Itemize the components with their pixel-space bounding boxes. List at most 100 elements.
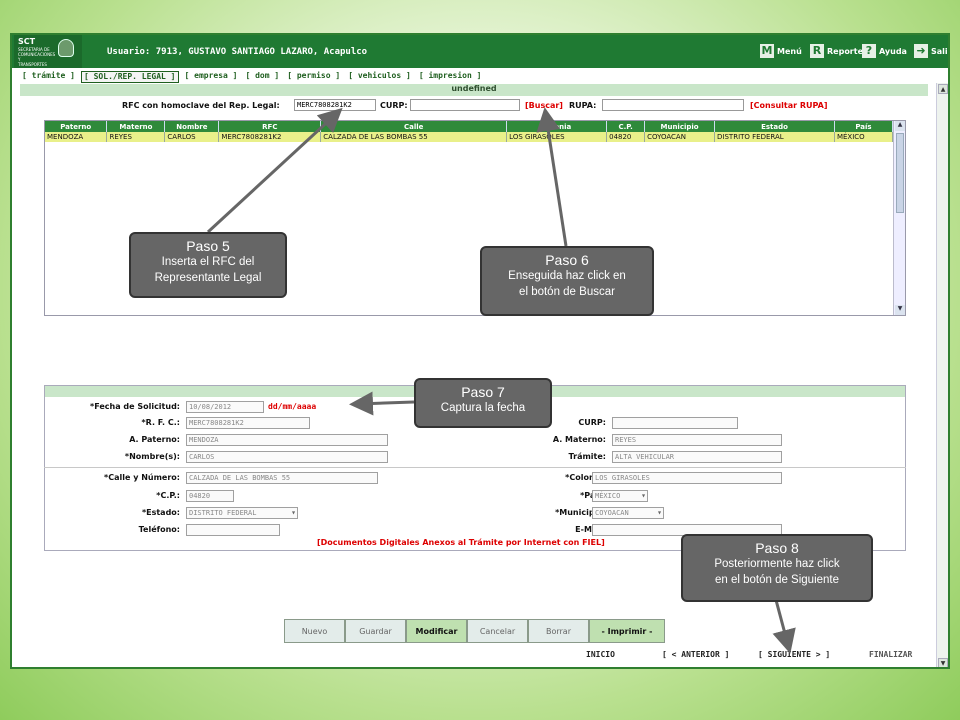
tab-sol-rep-legal[interactable]: [ SOL./REP. LEGAL ]	[80, 71, 179, 83]
cell-calle: CALZADA DE LAS BOMBAS 55	[320, 132, 508, 142]
col-cp[interactable]: C.P.	[606, 121, 646, 132]
col-colonia[interactable]: Colonia	[506, 121, 608, 132]
consultar-rupa-button[interactable]: [Consultar RUPA]	[750, 101, 828, 110]
buscar-button[interactable]: [Buscar]	[525, 101, 563, 110]
calle-label: *Calle y Número:	[104, 473, 180, 482]
tab-impresion[interactable]: [ impresion ]	[418, 71, 482, 80]
scroll-down-icon[interactable]: ▼	[895, 305, 905, 315]
telefono-input[interactable]	[186, 524, 280, 536]
tab-permiso[interactable]: [ permiso ]	[287, 71, 341, 80]
estado-select[interactable]: DISTRITO FEDERAL	[186, 507, 298, 519]
table-row[interactable]: MENDOZA REYES CARLOS MERC7808281K2 CALZA…	[45, 132, 894, 142]
rupa-input[interactable]	[602, 99, 744, 111]
cell-paterno: MENDOZA	[45, 132, 108, 142]
cell-rfc: MERC7808281K2	[218, 132, 322, 142]
municipio-select[interactable]: COYOACAN	[592, 507, 664, 519]
guardar-button[interactable]: Guardar	[345, 619, 406, 643]
section-title-bar: undefined	[20, 84, 928, 96]
callout-paso6: Paso 6 Enseguida haz click en el botón d…	[480, 246, 654, 316]
salir-button[interactable]: ➜ Sali	[914, 42, 948, 60]
amaterno-input[interactable]: REYES	[612, 434, 782, 446]
finalizar-link[interactable]: FINALIZAR	[869, 650, 913, 659]
ayuda-button[interactable]: ? Ayuda	[862, 42, 907, 60]
curp-search-input[interactable]	[410, 99, 520, 111]
rupa-label: RUPA:	[569, 101, 597, 110]
pais-label: *País:	[492, 491, 606, 500]
callout-paso8: Paso 8 Posteriormente haz click en el bo…	[681, 534, 873, 602]
col-paterno[interactable]: Paterno	[45, 121, 108, 132]
menu-icon: M	[760, 44, 774, 58]
rfc-search-label: RFC con homoclave del Rep. Legal:	[122, 101, 280, 110]
colonia-label: *Colonia:	[565, 473, 606, 482]
curp-search-label: CURP:	[380, 101, 408, 110]
menu-button[interactable]: M Menú	[760, 44, 802, 58]
report-icon: R	[810, 44, 824, 58]
municipio-label: *Municipio:	[555, 508, 606, 517]
curp-input[interactable]	[612, 417, 738, 429]
borrar-button[interactable]: Borrar	[528, 619, 589, 643]
modificar-button[interactable]: Modificar	[406, 619, 467, 643]
tab-bar: [ trámite ] [ SOL./REP. LEGAL ] [ empres…	[20, 71, 483, 83]
curp-label: CURP:	[578, 418, 606, 427]
col-municipio[interactable]: Municipio	[644, 121, 716, 132]
results-scrollbar[interactable]: ▲ ▼	[893, 121, 905, 315]
col-materno[interactable]: Materno	[106, 121, 166, 132]
apaterno-label: A. Paterno:	[129, 435, 180, 444]
callout-paso7: Paso 7 Captura la fecha	[414, 378, 552, 428]
date-format-hint: dd/mm/aaaa	[268, 402, 317, 411]
tramite-label: Trámite:	[568, 452, 606, 461]
cell-nombre: CARLOS	[164, 132, 220, 142]
imprimir-button[interactable]: - Imprimir -	[589, 619, 665, 643]
sct-logo: SCT SECRETARIA DE COMUNICACIONES Y TRANS…	[14, 35, 82, 68]
email-label: E-Mail:	[575, 525, 606, 534]
fecha-input[interactable]: 10/08/2012	[186, 401, 264, 413]
callout-paso5: Paso 5 Inserta el RFC del Representante …	[129, 232, 287, 298]
scroll-thumb[interactable]	[896, 133, 904, 213]
nuevo-button[interactable]: Nuevo	[284, 619, 345, 643]
cp-label: *C.P.:	[156, 491, 180, 500]
inicio-link[interactable]: INICIO	[586, 650, 615, 659]
rfc-label: *R. F. C.:	[141, 418, 180, 427]
tab-dom[interactable]: [ dom ]	[245, 71, 280, 80]
cancelar-button[interactable]: Cancelar	[467, 619, 528, 643]
form-divider	[44, 467, 906, 468]
col-pais[interactable]: País	[834, 121, 894, 132]
scroll-down-icon[interactable]: ▼	[938, 658, 948, 667]
colonia-input[interactable]: LOS GIRASOLES	[592, 472, 782, 484]
tab-empresa[interactable]: [ empresa ]	[184, 71, 238, 80]
estado-label: *Estado:	[141, 508, 180, 517]
rfc-input[interactable]: MERC7808281K2	[186, 417, 310, 429]
cell-materno: REYES	[106, 132, 166, 142]
reporte-button[interactable]: R Reporte	[810, 42, 863, 60]
amaterno-label: A. Materno:	[552, 435, 606, 444]
fiel-documents-link[interactable]: [Documentos Digitales Anexos al Trámite …	[317, 538, 605, 547]
app-window: SCT SECRETARIA DE COMUNICACIONES Y TRANS…	[10, 33, 950, 669]
cp-input[interactable]: 04820	[186, 490, 234, 502]
main-scrollbar[interactable]: ▲ ▼	[936, 83, 948, 667]
pais-select[interactable]: MÉXICO	[592, 490, 648, 502]
app-header: SCT SECRETARIA DE COMUNICACIONES Y TRANS…	[12, 35, 948, 68]
cell-cp: 04820	[606, 132, 646, 142]
col-calle[interactable]: Calle	[320, 121, 508, 132]
tab-tramite[interactable]: [ trámite ]	[22, 71, 75, 80]
scroll-up-icon[interactable]: ▲	[938, 84, 948, 94]
cell-municipio: COYOACAN	[644, 132, 716, 142]
cell-estado: DISTRITO FEDERAL	[714, 132, 835, 142]
anterior-link[interactable]: [ < ANTERIOR ]	[662, 650, 730, 659]
help-icon: ?	[862, 44, 876, 58]
nombre-label: *Nombre(s):	[124, 452, 180, 461]
col-nombre[interactable]: Nombre	[164, 121, 220, 132]
results-table: Paterno Materno Nombre RFC Calle Colonia…	[45, 121, 894, 142]
tab-vehiculos[interactable]: [ vehiculos ]	[348, 71, 411, 80]
fecha-label: *Fecha de Solicitud:	[90, 402, 180, 411]
apaterno-input[interactable]: MENDOZA	[186, 434, 388, 446]
results-header-row: Paterno Materno Nombre RFC Calle Colonia…	[45, 121, 894, 132]
nombre-input[interactable]: CARLOS	[186, 451, 388, 463]
col-rfc[interactable]: RFC	[218, 121, 322, 132]
siguiente-link[interactable]: [ SIGUIENTE > ]	[758, 650, 831, 659]
scroll-up-icon[interactable]: ▲	[895, 121, 905, 131]
calle-input[interactable]: CALZADA DE LAS BOMBAS 55	[186, 472, 378, 484]
col-estado[interactable]: Estado	[714, 121, 835, 132]
rfc-search-input[interactable]	[294, 99, 376, 111]
tramite-input[interactable]: ALTA VEHICULAR	[612, 451, 782, 463]
